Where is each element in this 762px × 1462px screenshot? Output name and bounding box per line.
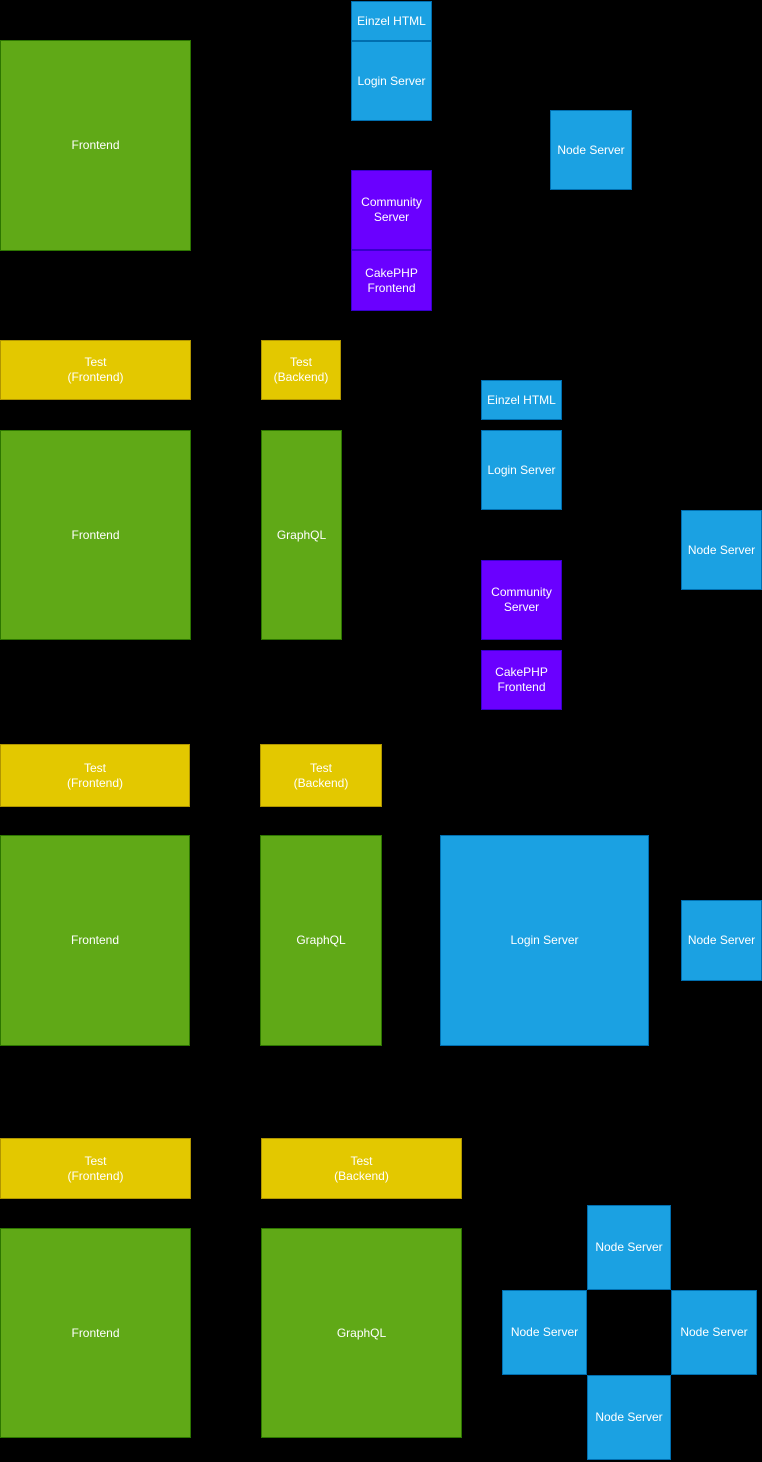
node-server-shape-stage1: Node Server [550,110,632,190]
community-server-shape-stage2: Community Server [481,560,562,640]
test-backend-shape-stage2: Test (Backend) [261,340,341,400]
frontend-shape-stage3: Frontend [0,835,190,1046]
node-server-shape-stage4-top: Node Server [587,1205,671,1290]
login-server-shape-stage3: Login Server [440,835,649,1046]
node-server-shape-stage4-left: Node Server [502,1290,587,1375]
test-backend-shape-stage4: Test (Backend) [261,1138,462,1199]
node-server-shape-stage4-right: Node Server [671,1290,757,1375]
einzel-html-shape-stage2: Einzel HTML [481,380,562,420]
frontend-shape-stage4: Frontend [0,1228,191,1438]
login-server-shape-stage1: Login Server [351,41,432,121]
test-frontend-shape-stage3: Test (Frontend) [0,744,190,807]
test-frontend-shape-stage4: Test (Frontend) [0,1138,191,1199]
cakephp-frontend-shape-stage2: CakePHP Frontend [481,650,562,710]
cakephp-frontend-shape-stage1: CakePHP Frontend [351,250,432,311]
login-server-shape-stage2: Login Server [481,430,562,510]
node-server-shape-stage4-bottom: Node Server [587,1375,671,1460]
test-backend-shape-stage3: Test (Backend) [260,744,382,807]
frontend-shape-stage2: Frontend [0,430,191,640]
node-server-shape-stage3: Node Server [681,900,762,981]
test-frontend-shape-stage2: Test (Frontend) [0,340,191,400]
frontend-shape-stage1: Frontend [0,40,191,251]
node-server-shape-stage2: Node Server [681,510,762,590]
graphql-shape-stage2: GraphQL [261,430,342,640]
einzel-html-shape-stage1: Einzel HTML [351,1,432,41]
graphql-shape-stage4: GraphQL [261,1228,462,1438]
community-server-shape-stage1: Community Server [351,170,432,250]
graphql-shape-stage3: GraphQL [260,835,382,1046]
